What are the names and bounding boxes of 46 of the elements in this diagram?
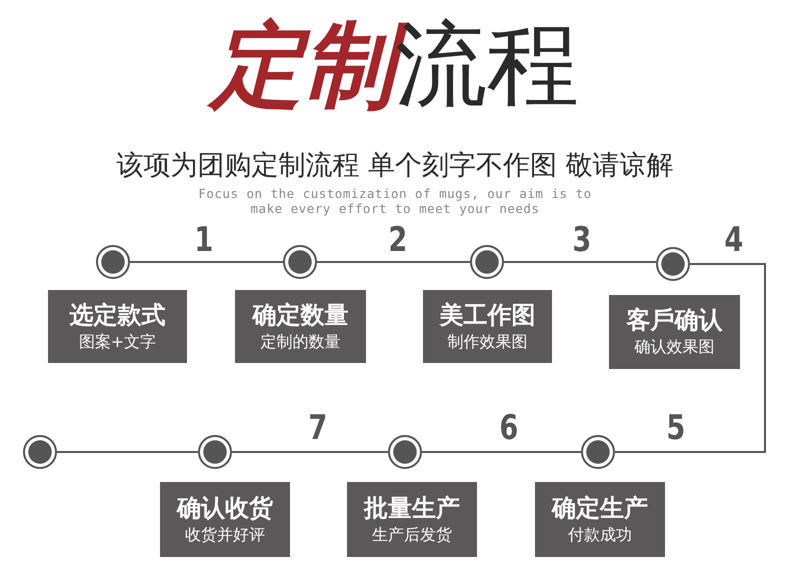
step-number: 1 (194, 220, 214, 260)
step-circle (198, 435, 232, 469)
step-number: 4 (724, 220, 744, 260)
connector-line (615, 263, 766, 453)
title: 定制流程 (0, 10, 790, 120)
connector-line (504, 261, 656, 263)
step-circle (283, 245, 317, 279)
step-description: 定制的数量 (260, 330, 340, 352)
step-circle (96, 245, 130, 279)
step-description: 图案+文字 (78, 330, 156, 352)
step-number: 7 (308, 408, 328, 448)
step-title: 批量生产 (364, 492, 460, 522)
step-circle (581, 435, 615, 469)
step-description: 付款成功 (568, 524, 632, 546)
step-title: 确定生产 (552, 492, 648, 522)
english-note: Focus on the customization of mugs, our aim is to make every effort to meet your needs (197, 186, 593, 216)
step-title: 确定数量 (252, 300, 348, 330)
step-box (160, 482, 290, 557)
connector-line (57, 451, 198, 453)
step-box (48, 290, 187, 363)
step-box (347, 482, 477, 557)
step-circle (23, 435, 57, 469)
step-number: 5 (666, 408, 686, 448)
subtitle: 该项为团购定制流程 单个刻字不作图 敬请谅解 (115, 149, 675, 183)
step-description: 确认效果图 (634, 336, 714, 358)
step-box (423, 290, 552, 363)
step-number: 6 (499, 408, 518, 448)
step-description: 生产后发货 (372, 524, 452, 546)
step-title: 选定款式 (70, 300, 166, 330)
step-title: 确认收货 (177, 492, 273, 522)
step-description: 制作效果图 (448, 330, 528, 352)
connector-line (232, 451, 388, 453)
step-title: 美工作图 (440, 300, 536, 330)
step-box (609, 295, 740, 369)
connector-line (130, 261, 283, 263)
connector-line (317, 261, 470, 263)
step-circle (656, 247, 690, 281)
step-box (235, 290, 366, 363)
step-description: 收货并好评 (185, 524, 265, 546)
step-circle (388, 435, 422, 469)
step-number: 3 (572, 220, 592, 260)
step-circle (470, 245, 504, 279)
connector-line (422, 451, 581, 453)
step-number: 2 (388, 220, 408, 260)
step-box (535, 482, 665, 557)
step-title: 客戶确认 (626, 305, 722, 335)
